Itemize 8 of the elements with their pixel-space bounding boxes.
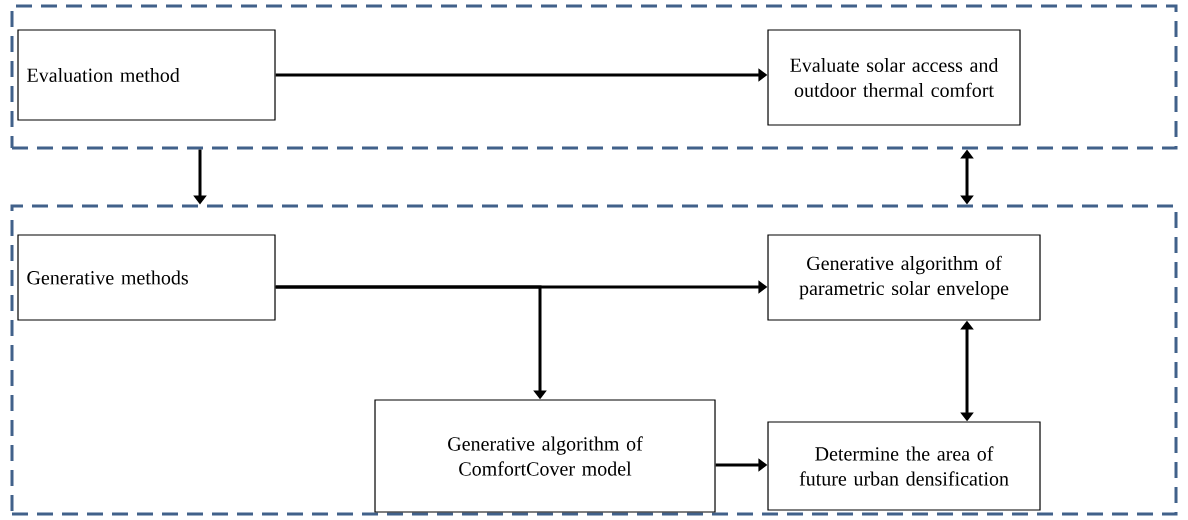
process-box: Generative algorithm of ComfortCover model [374,399,716,513]
process-box: Determine the area of future urban densification [767,421,1041,511]
process-box: Generative algorithm of parametric solar envelope [767,234,1041,321]
group-frame [10,204,1178,516]
process-box: Generative methods [17,234,276,321]
process-box: Evaluation method [17,29,276,121]
process-box: Evaluate solar access and outdoor thermal comfort [767,29,1021,126]
group-frame [10,4,1178,150]
